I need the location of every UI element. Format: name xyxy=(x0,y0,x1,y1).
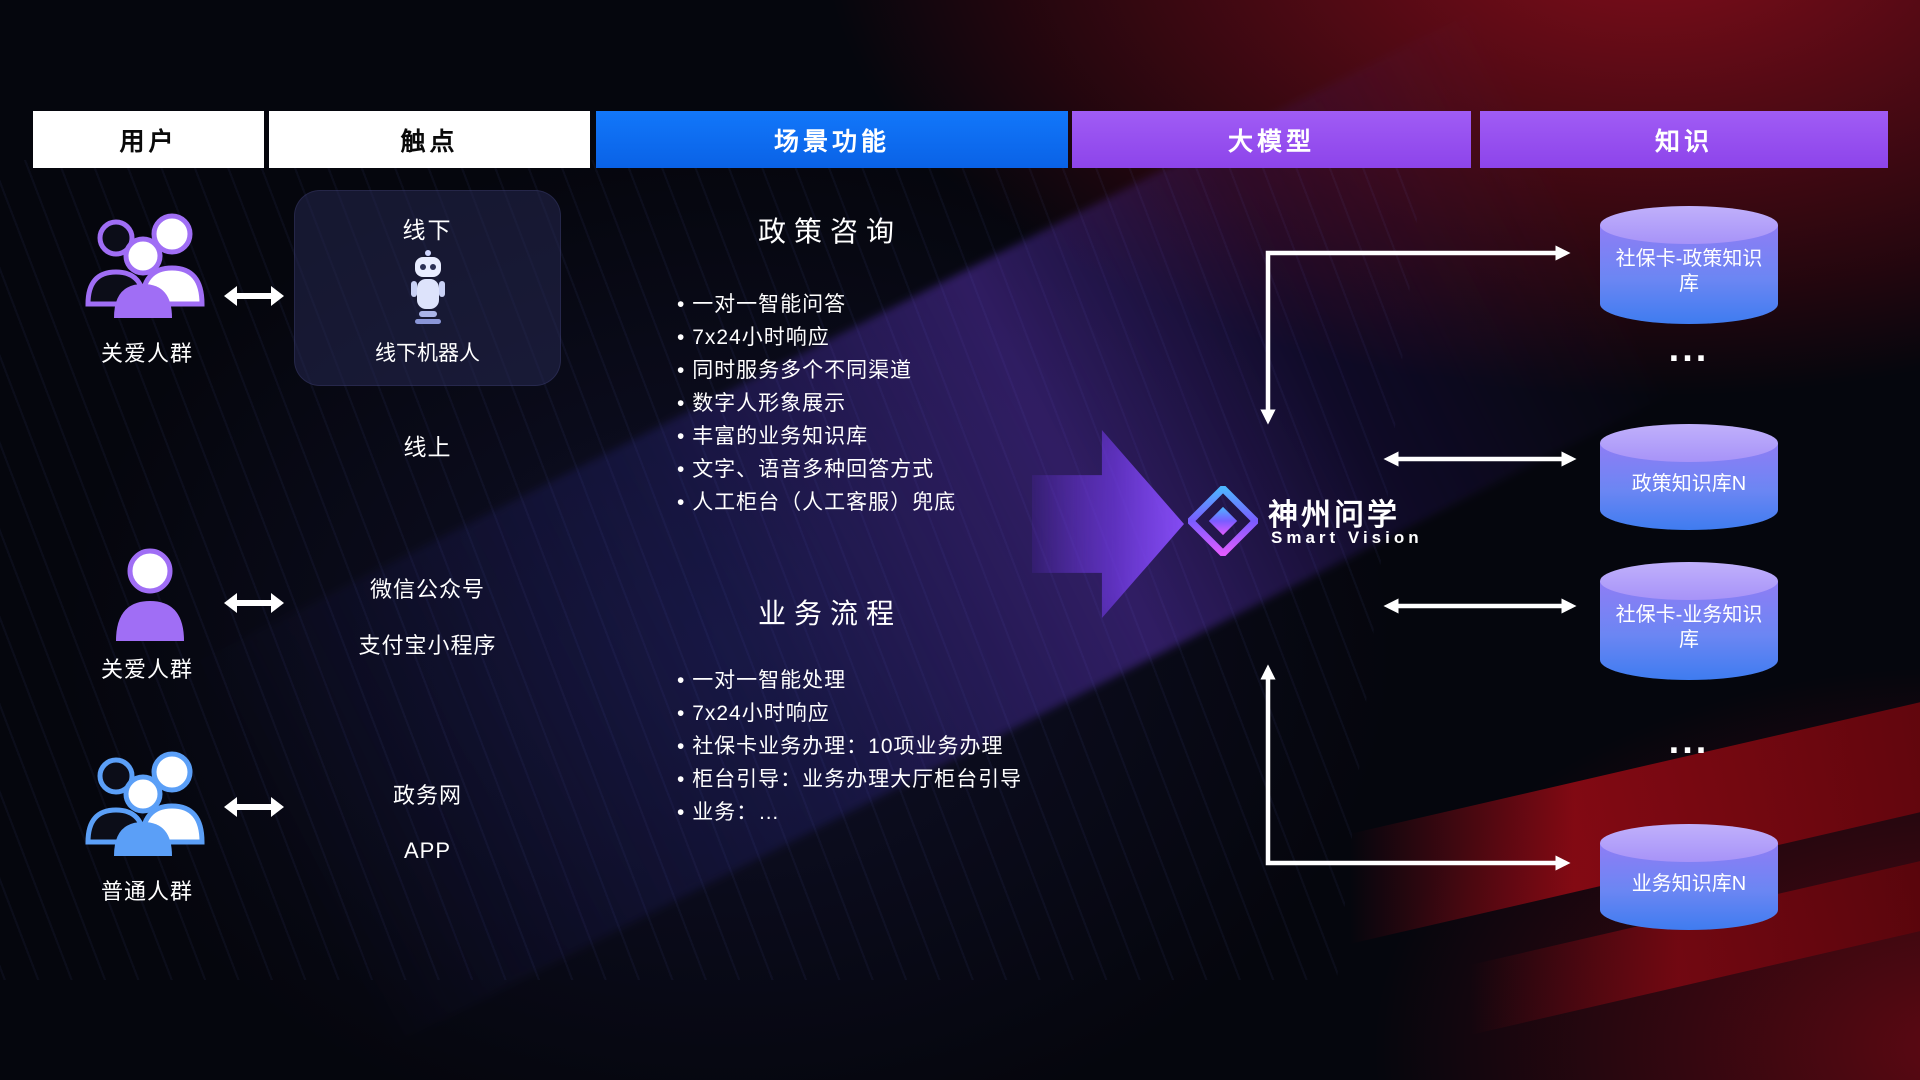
knowledge-db-business-n: 业务知识库N xyxy=(1600,824,1778,930)
scene-bullet: 丰富的业务知识库 xyxy=(677,420,956,453)
scene-title-policy: 政策咨询 xyxy=(757,216,902,247)
channel-gov-web: 政务网 xyxy=(392,783,462,808)
double-arrow-icon xyxy=(224,590,284,621)
double-arrow-icon xyxy=(224,283,284,314)
channel-wechat: 微信公众号 xyxy=(369,577,485,602)
user-group-label-1: 关爱人群 xyxy=(100,341,193,366)
scene-bullet: 社保卡业务办理：10项业务办理 xyxy=(677,730,1022,763)
cylinder-top xyxy=(1600,206,1778,244)
column-header-users: 用户 xyxy=(33,111,264,168)
scene-bullet: 一对一智能问答 xyxy=(677,288,956,321)
column-header-scenes: 场景功能 xyxy=(596,111,1068,168)
brand-diamond-icon xyxy=(1185,483,1261,561)
knowledge-db-label: 社保卡-政策知识库 xyxy=(1615,248,1763,295)
brand-name: 神州问学 xyxy=(1268,499,1400,532)
cylinder-top xyxy=(1600,824,1778,862)
online-title: 线上 xyxy=(403,434,452,460)
column-header-touchpoints: 触点 xyxy=(269,111,590,168)
user-group-icon-purple xyxy=(80,210,212,327)
scene-bullet: 同时服务多个不同渠道 xyxy=(677,354,956,387)
ellipsis: ... xyxy=(1668,328,1710,370)
scene-bullet: 7x24小时响应 xyxy=(677,321,956,354)
scene-bullet: 数字人形象展示 xyxy=(677,387,956,420)
cylinder-top xyxy=(1600,424,1778,462)
offline-robot-label: 线下机器人 xyxy=(375,342,480,365)
robot-icon xyxy=(403,247,453,336)
scene-bullet: 人工柜台（人工客服）兜底 xyxy=(677,486,956,519)
user-group-icon-blue xyxy=(80,748,212,865)
channel-alipay: 支付宝小程序 xyxy=(358,633,497,658)
column-header-model: 大模型 xyxy=(1072,111,1471,168)
knowledge-db-policy-sscard: 社保卡-政策知识库 xyxy=(1600,206,1778,324)
scene-bullet: 业务：… xyxy=(677,796,1022,829)
column-header-knowledge: 知识 xyxy=(1480,111,1888,168)
knowledge-db-label: 政策知识库N xyxy=(1631,472,1747,495)
user-group-label-2: 关爱人群 xyxy=(100,657,193,682)
scene-bullet: 一对一智能处理 xyxy=(677,664,1022,697)
knowledge-db-business-sscard: 社保卡-业务知识库 xyxy=(1600,562,1778,680)
scene-business-bullets: 一对一智能处理 7x24小时响应 社保卡业务办理：10项业务办理 柜台引导：业务… xyxy=(677,664,1022,829)
offline-touchpoint-panel: 线下 线下机器人 xyxy=(294,190,561,386)
brand-subtitle: Smart Vision xyxy=(1271,528,1423,547)
knowledge-db-label: 业务知识库N xyxy=(1631,872,1747,895)
channel-app: APP xyxy=(403,838,452,863)
double-arrow-icon xyxy=(224,794,284,825)
scene-title-business: 业务流程 xyxy=(757,598,902,629)
scene-policy-bullets: 一对一智能问答 7x24小时响应 同时服务多个不同渠道 数字人形象展示 丰富的业… xyxy=(677,288,956,519)
knowledge-db-policy-n: 政策知识库N xyxy=(1600,424,1778,530)
scene-bullet: 柜台引导：业务办理大厅柜台引导 xyxy=(677,763,1022,796)
single-user-icon-purple xyxy=(108,545,192,650)
knowledge-db-label: 社保卡-业务知识库 xyxy=(1615,604,1763,651)
cylinder-top xyxy=(1600,562,1778,600)
offline-title: 线下 xyxy=(402,217,453,243)
scene-bullet: 文字、语音多种回答方式 xyxy=(677,453,956,486)
ellipsis: ... xyxy=(1668,720,1710,762)
scene-bullet: 7x24小时响应 xyxy=(677,697,1022,730)
user-group-label-3: 普通人群 xyxy=(100,879,193,904)
